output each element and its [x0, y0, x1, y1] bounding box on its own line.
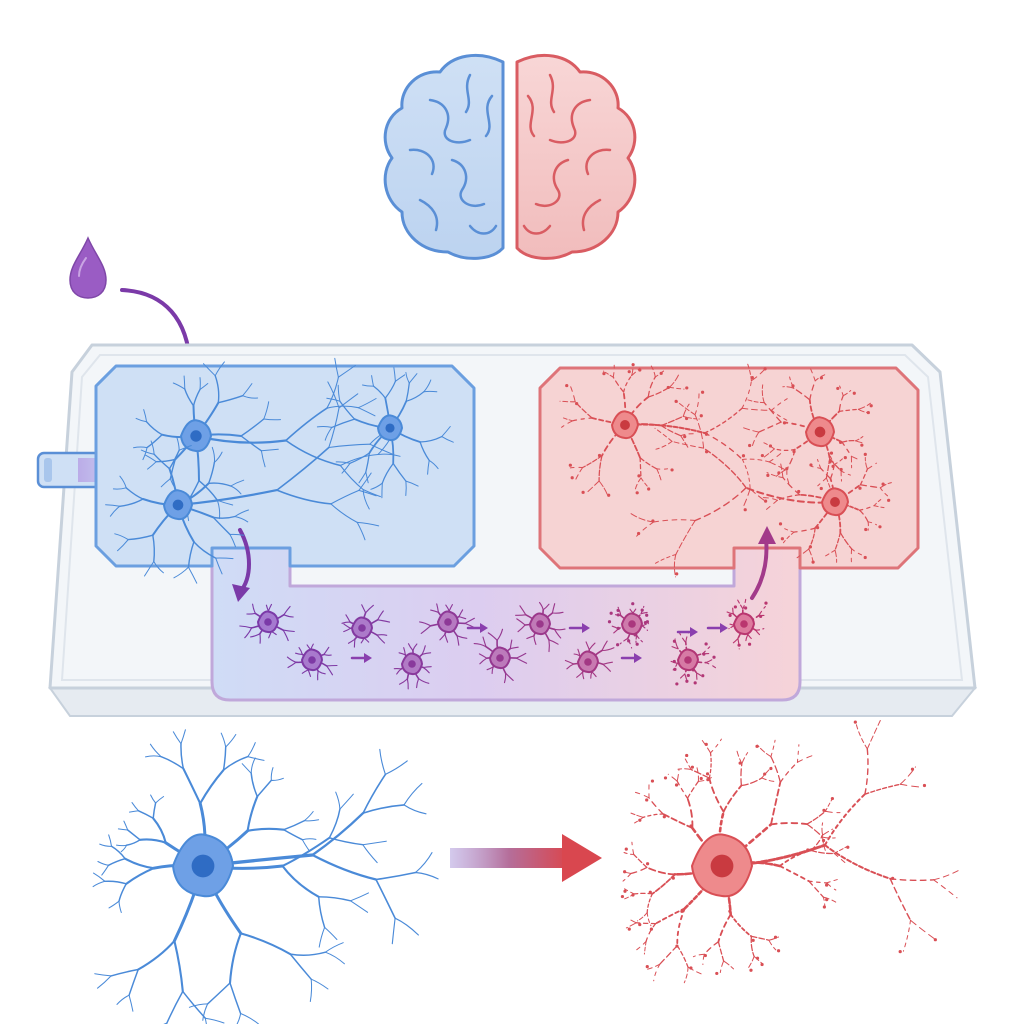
- transitional-neuron: [607, 602, 651, 649]
- transitional-neuron: [669, 631, 718, 686]
- droplet-icon: [69, 236, 107, 299]
- plate-inner-rim: [60, 354, 964, 681]
- flow-arrow-down-head: [232, 584, 250, 602]
- degenerated-neuron-layer: [559, 362, 892, 578]
- droplet-highlight: [78, 257, 87, 277]
- flow-arrow-icon: [676, 627, 698, 637]
- healthy-neuron-layer: [105, 357, 454, 584]
- brain-right-hemisphere: [515, 53, 637, 260]
- flow-arrow-icon: [350, 653, 372, 663]
- flow-arrow-up-head: [758, 526, 776, 544]
- arrow-right-icon: [450, 834, 602, 882]
- healthy-neuron: [316, 367, 454, 499]
- brain-right-folds: [522, 73, 612, 235]
- degenerated-neuron: [630, 390, 892, 578]
- flow-arrow-up: [750, 536, 769, 600]
- degenerated-neuron: [559, 362, 789, 512]
- degenerated-neuron-large: [620, 720, 961, 984]
- healthy-neuron-large: [92, 729, 439, 1029]
- transitional-neuron: [341, 604, 391, 648]
- degenerated-neuron: [743, 368, 873, 492]
- brain-left-hemisphere: [383, 53, 505, 260]
- transitional-neuron-layer: [239, 598, 770, 690]
- transitional-neuron: [286, 643, 338, 681]
- flow-arrow-icon: [706, 623, 728, 633]
- transitional-neuron: [723, 598, 770, 650]
- transitional-neuron: [515, 601, 566, 653]
- brain-icon: [383, 53, 637, 260]
- transitional-neuron: [473, 628, 528, 684]
- healthy-chamber: [94, 364, 476, 568]
- transitional-neuron: [564, 640, 615, 680]
- flow-arrow-icon: [620, 653, 642, 663]
- transitional-neuron: [419, 603, 476, 646]
- healthy-neuron: [105, 381, 394, 584]
- transitional-neuron: [239, 603, 295, 644]
- flow-arrow-icon: [466, 623, 488, 633]
- brain-left-folds: [408, 73, 498, 235]
- transitional-neuron: [393, 643, 432, 690]
- flow-arrow-icon: [568, 623, 590, 633]
- fragmented-neuron-icon: [620, 720, 961, 984]
- neuron-icon: [92, 729, 439, 1029]
